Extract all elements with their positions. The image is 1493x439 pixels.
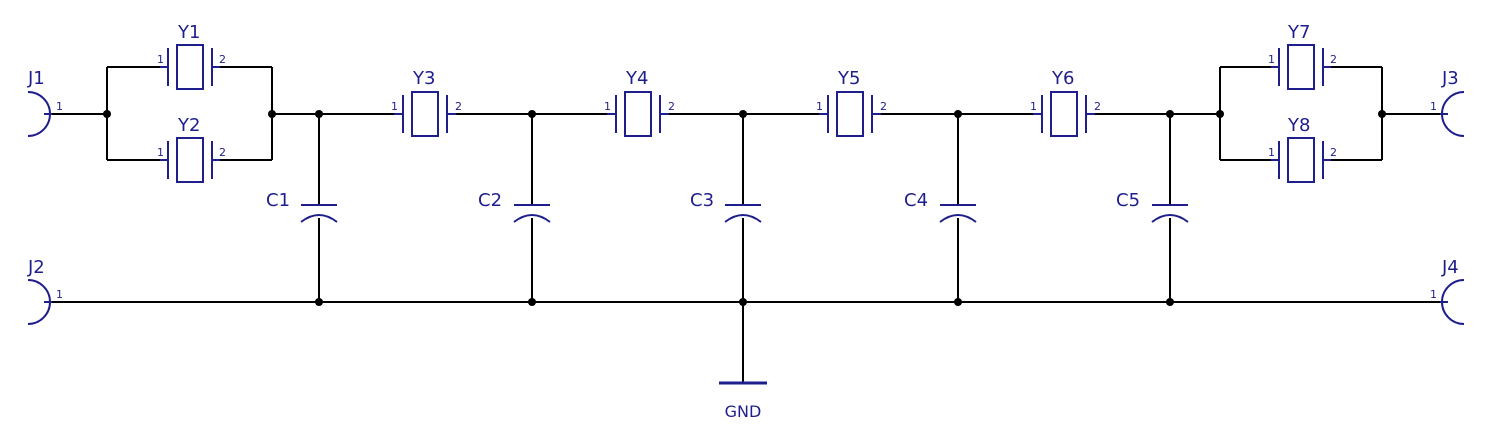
capacitor-c1: C1 [266, 190, 338, 223]
junction-dot [103, 110, 111, 118]
crystal-y1-pin1: 1 [157, 53, 164, 66]
junction-dot [1216, 110, 1224, 118]
junction-dot [954, 110, 962, 118]
capacitor-c4: C4 [904, 190, 977, 223]
connector-j4: J4 1 [1430, 257, 1465, 325]
crystal-y2: Y2 1 2 [157, 115, 226, 183]
capacitor-c4-label: C4 [904, 190, 928, 211]
junction-dot [528, 298, 536, 306]
capacitor-c3: C3 [690, 190, 762, 223]
crystal-y8: Y8 1 2 [1268, 115, 1337, 183]
connector-j4-pin: 1 [1430, 288, 1437, 301]
crystal-y5-pin2: 2 [880, 100, 887, 113]
junction-dot [315, 110, 323, 118]
connector-j2-pin: 1 [56, 288, 63, 301]
junction-dot [1166, 298, 1174, 306]
crystal-y6: Y6 1 2 [1030, 68, 1101, 137]
junction-dot [268, 110, 276, 118]
connector-j1: J1 1 [27, 68, 63, 137]
crystal-y3: Y3 1 2 [391, 68, 462, 137]
junctions [103, 110, 1386, 306]
crystal-y3-pin2: 2 [455, 100, 462, 113]
crystal-y8-label: Y8 [1287, 115, 1310, 136]
crystal-y7-pin2: 2 [1330, 53, 1337, 66]
capacitor-c1-label: C1 [266, 190, 290, 211]
crystal-y8-pin2: 2 [1330, 146, 1337, 159]
crystal-y7-label: Y7 [1287, 22, 1310, 43]
crystal-y5-pin1: 1 [816, 100, 823, 113]
connector-j3-label: J3 [1441, 68, 1459, 89]
crystal-y5-label: Y5 [837, 68, 860, 89]
crystal-y4: Y4 1 2 [604, 68, 675, 137]
crystal-y1-label: Y1 [177, 22, 200, 43]
crystal-y7-pin1: 1 [1268, 53, 1275, 66]
crystal-y4-label: Y4 [625, 68, 648, 89]
capacitor-c5-label: C5 [1116, 190, 1140, 211]
crystal-y1-pin2: 2 [219, 53, 226, 66]
crystal-y7: Y7 1 2 [1268, 22, 1337, 90]
connector-j2: J2 1 [27, 257, 63, 325]
crystal-y5: Y5 1 2 [816, 68, 887, 137]
ground-label: GND [725, 402, 762, 421]
crystal-y2-pin2: 2 [219, 146, 226, 159]
crystal-y4-pin2: 2 [668, 100, 675, 113]
capacitor-c2: C2 [478, 190, 551, 223]
capacitor-c5: C5 [1116, 190, 1189, 223]
crystal-y1: Y1 1 2 [157, 22, 226, 90]
crystal-y6-pin2: 2 [1094, 100, 1101, 113]
crystal-y4-pin1: 1 [604, 100, 611, 113]
capacitor-c3-label: C3 [690, 190, 714, 211]
junction-dot [739, 298, 747, 306]
crystal-y2-label: Y2 [177, 115, 200, 136]
capacitor-c2-label: C2 [478, 190, 502, 211]
connector-j3: J3 1 [1430, 68, 1465, 137]
crystal-y6-pin1: 1 [1030, 100, 1037, 113]
junction-dot [739, 110, 747, 118]
crystal-y3-label: Y3 [412, 68, 435, 89]
junction-dot [1378, 110, 1386, 118]
crystal-y8-pin1: 1 [1268, 146, 1275, 159]
junction-dot [1166, 110, 1174, 118]
junction-dot [528, 110, 536, 118]
ground-symbol: GND [719, 381, 767, 421]
connector-j1-pin: 1 [56, 100, 63, 113]
crystal-y3-pin1: 1 [391, 100, 398, 113]
crystal-y2-pin1: 1 [157, 146, 164, 159]
connector-j4-label: J4 [1441, 257, 1459, 278]
connector-j1-label: J1 [27, 68, 45, 89]
junction-dot [954, 298, 962, 306]
junction-dot [315, 298, 323, 306]
crystal-y6-label: Y6 [1051, 68, 1074, 89]
connector-j2-label: J2 [27, 257, 45, 278]
connector-j3-pin: 1 [1430, 100, 1437, 113]
